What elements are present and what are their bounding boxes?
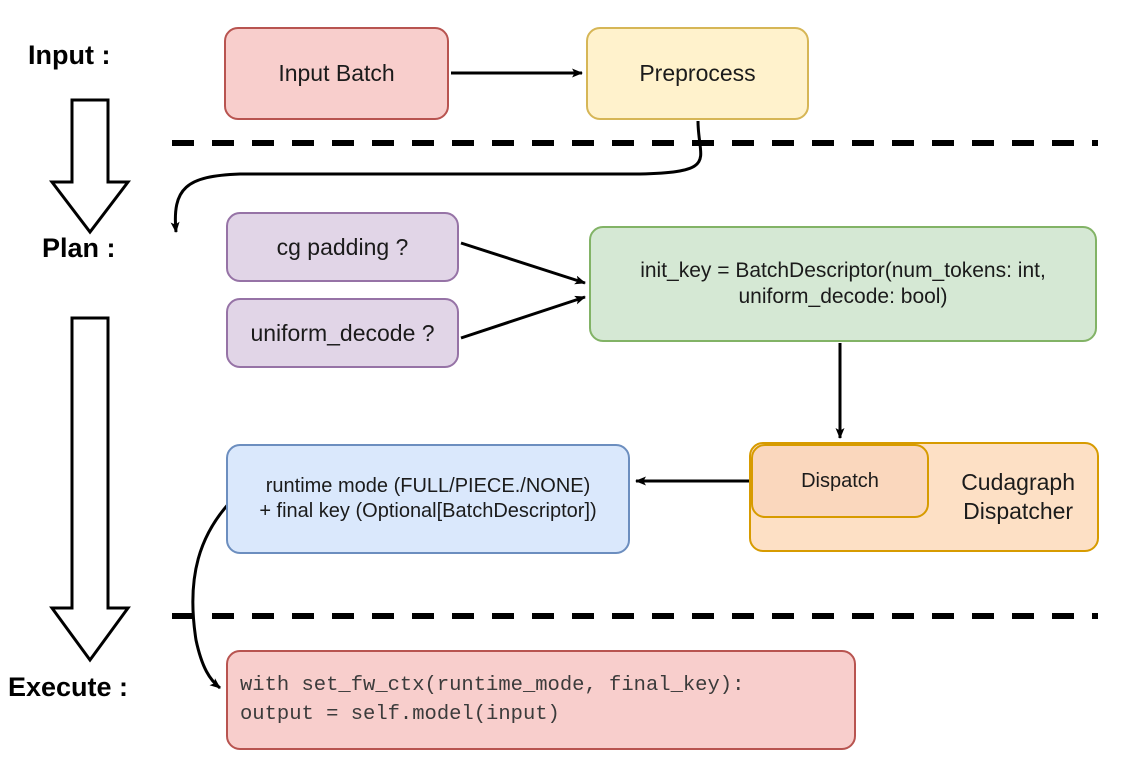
node-preprocess: Preprocess xyxy=(586,27,809,120)
node-uniform-decode: uniform_decode ? xyxy=(226,298,459,368)
stage-label-input: Input : xyxy=(28,40,111,70)
stage-label-plan: Plan : xyxy=(42,233,116,263)
input-to-plan-stage-arrow xyxy=(48,98,132,235)
edge-cg-padding-to-init-key xyxy=(460,241,586,285)
stage-label-execute: Execute : xyxy=(8,672,129,702)
node-cg-padding: cg padding ? xyxy=(226,212,459,282)
plan-to-execute-stage-arrow xyxy=(49,316,131,663)
node-init-key: init_key = BatchDescriptor(num_tokens: i… xyxy=(589,226,1097,342)
node-dispatch: Dispatch xyxy=(751,444,929,518)
node-input-batch: Input Batch xyxy=(224,27,449,120)
node-execute-code: with set_fw_ctx(runtime_mode, final_key)… xyxy=(226,650,856,750)
edge-uniform-decode-to-init-key xyxy=(460,295,586,340)
node-runtime-mode: runtime mode (FULL/PIECE./NONE) + final … xyxy=(226,444,630,554)
